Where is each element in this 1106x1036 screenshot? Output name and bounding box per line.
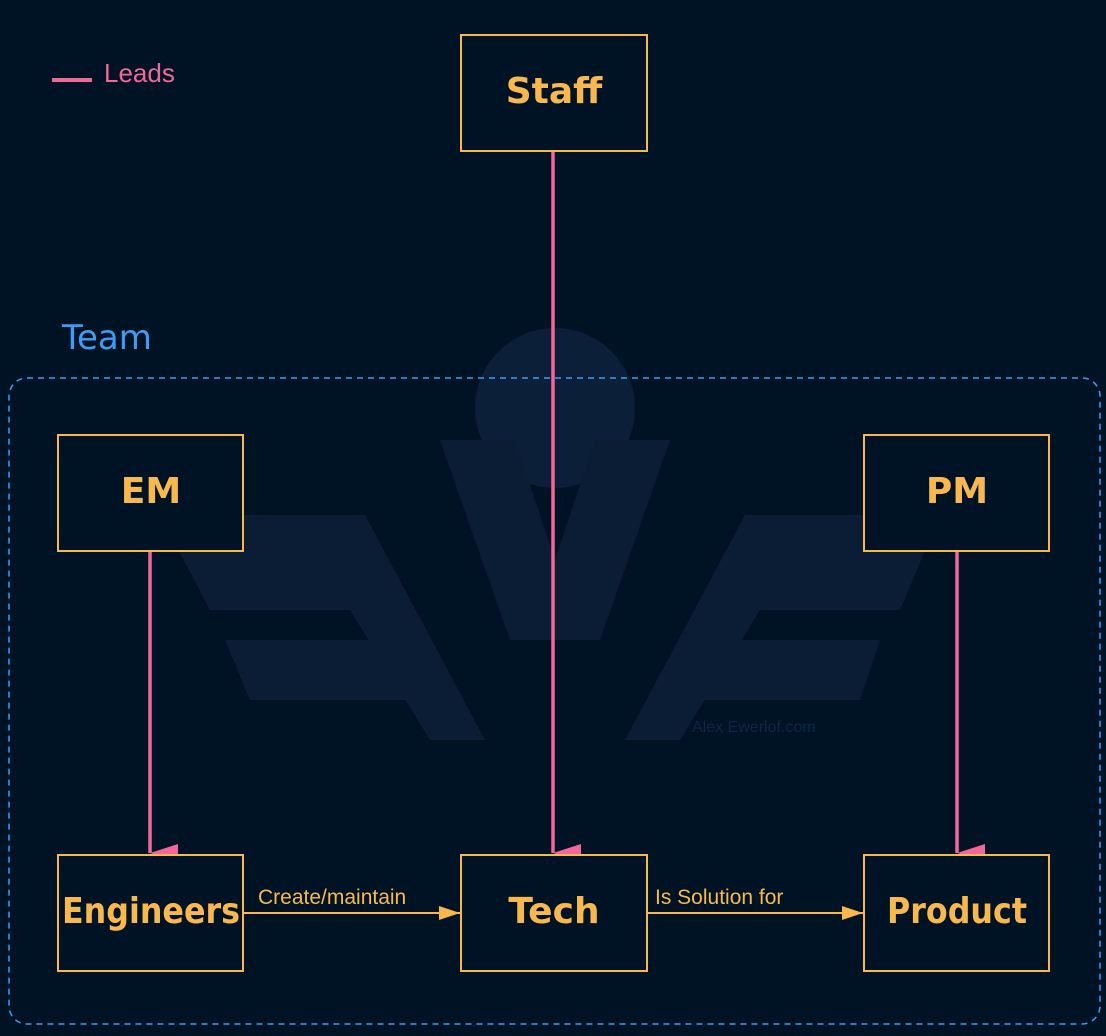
node-engineers[interactable]: Engineers [57,854,244,972]
node-engineers-box[interactable] [57,854,244,972]
node-tech-box[interactable] [460,854,648,972]
team-group-border [8,377,1101,1025]
node-em-box[interactable] [57,434,244,552]
node-em[interactable]: EM [57,434,244,552]
node-product-box[interactable] [863,854,1050,972]
node-product[interactable]: Product [863,854,1050,972]
watermark-text: Alex Ewerlof.com [692,719,816,736]
node-pm-label: PM [926,471,988,512]
node-pm[interactable]: PM [863,434,1050,552]
team-label: Team [61,318,152,358]
node-tech-label: Tech [508,891,599,932]
node-em-label: EM [121,471,181,512]
legend: Leads [52,58,175,88]
node-pm-box[interactable] [863,434,1050,552]
legend-leads-label: Leads [104,58,175,88]
watermark-logo [160,328,940,740]
node-product-label: Product [887,891,1027,932]
node-staff-box[interactable] [460,34,648,152]
node-engineers-label: Engineers [62,891,240,932]
edge-label-is-solution-for: Is Solution for [655,886,783,909]
node-staff[interactable]: Staff [460,34,648,152]
node-tech[interactable]: Tech [460,854,648,972]
edge-label-create-maintain: Create/maintain [258,886,406,909]
node-staff-label: Staff [506,71,603,112]
